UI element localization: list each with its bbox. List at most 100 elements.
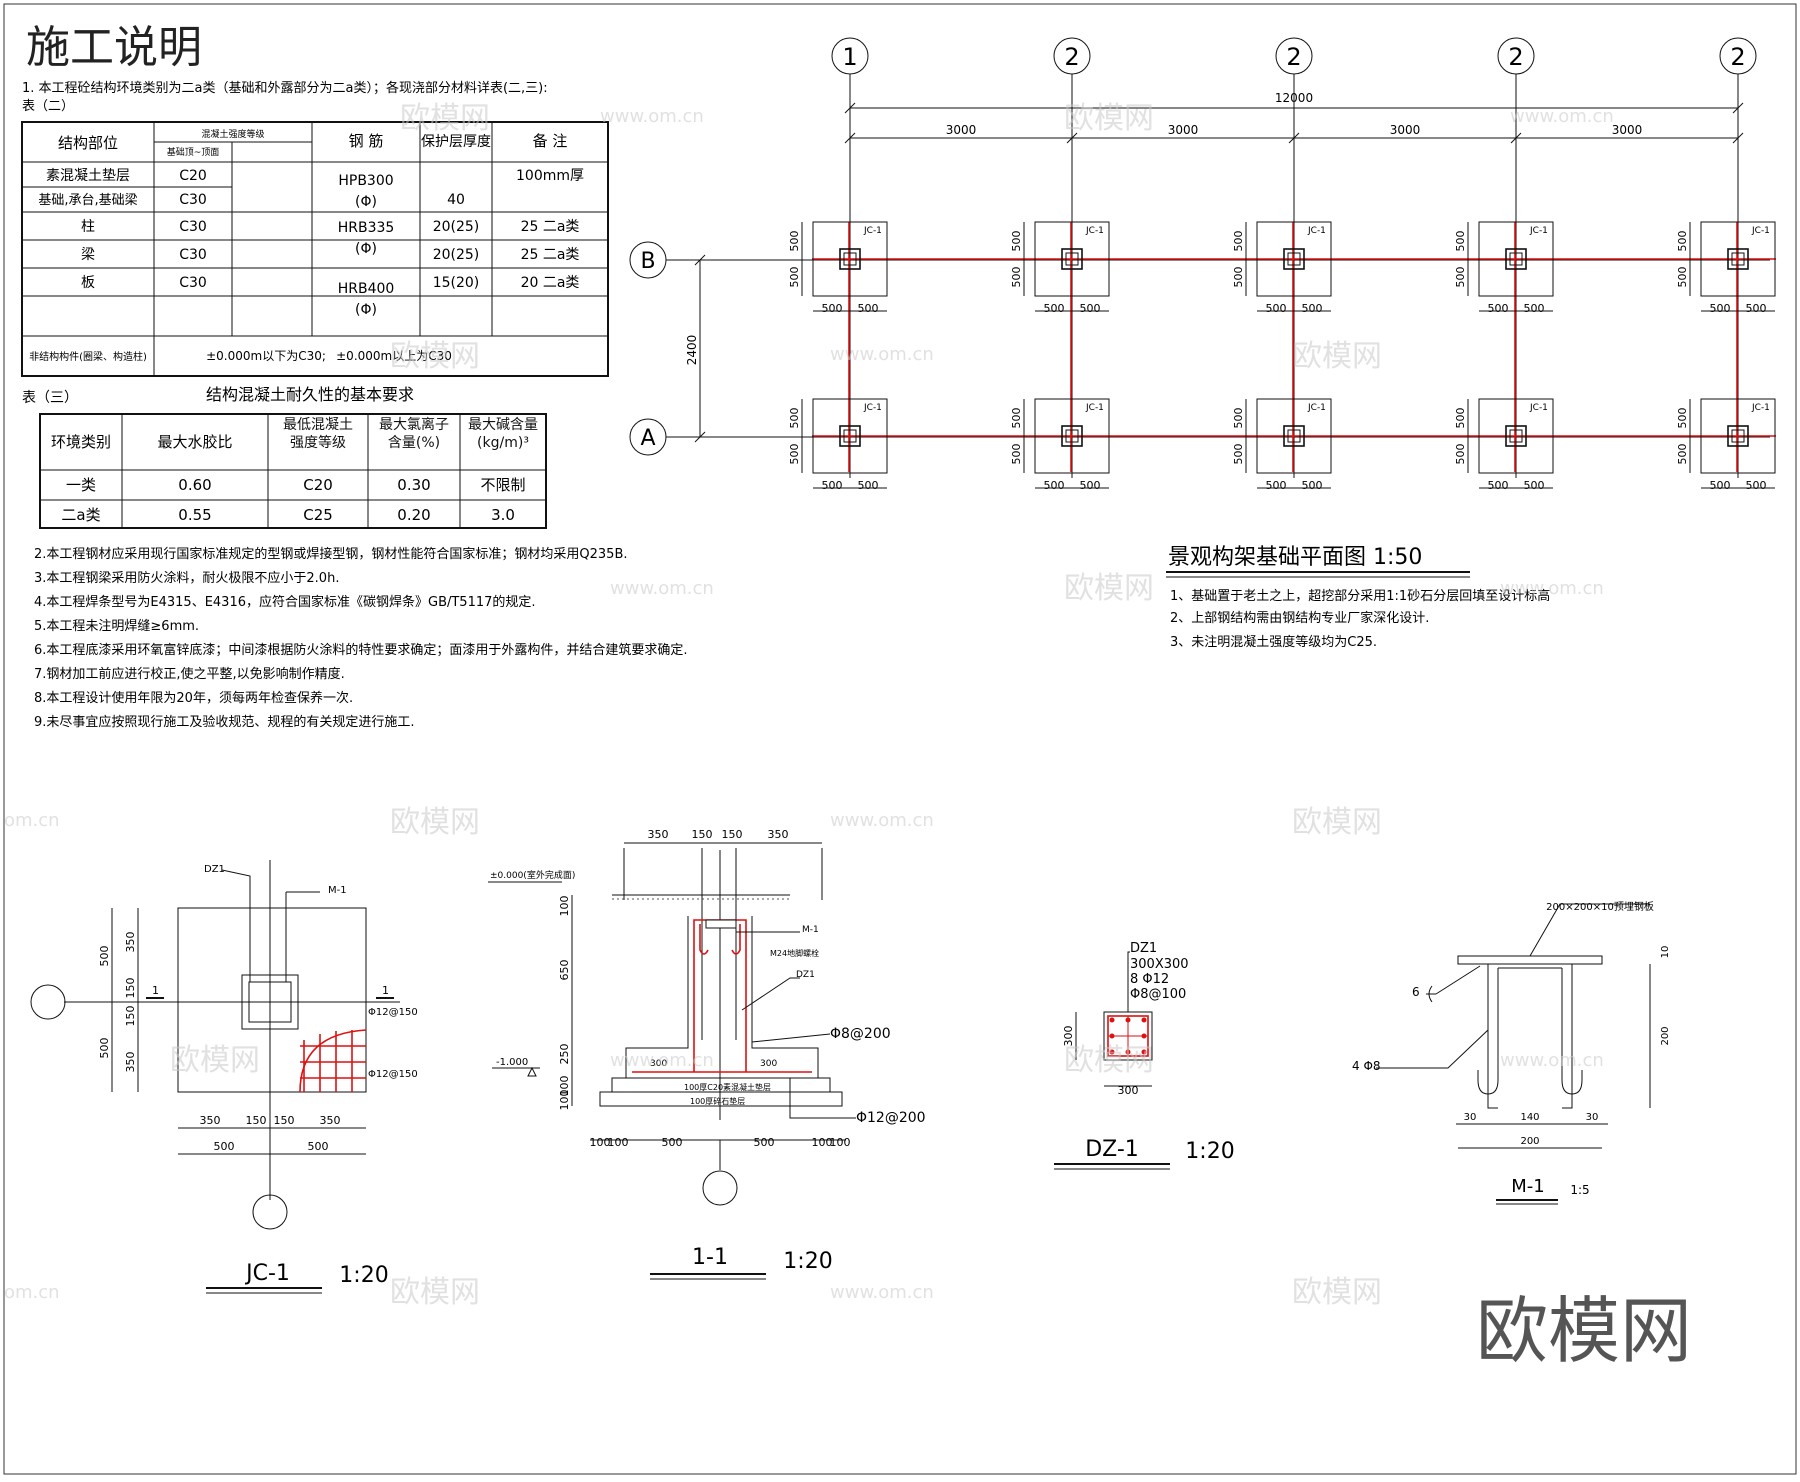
svg-text:300: 300	[1062, 1026, 1075, 1047]
plan-note: 1、基础置于老土之上，超挖部分采用1:1砂石分层回填至设计标高	[1170, 588, 1550, 604]
watermark-brand: 欧模网	[390, 1275, 480, 1310]
plan-note: 2、上部钢结构需由钢结构专业厂家深化设计.	[1170, 610, 1429, 626]
svg-text:Φ8@200: Φ8@200	[830, 1026, 891, 1042]
svg-text:500: 500	[214, 1140, 235, 1153]
note-item: 4.本工程焊条型号为E4315、E4316，应符合国家标准《碳钢焊条》GB/T5…	[34, 594, 536, 610]
dz1-title: DZ-1	[1085, 1137, 1139, 1162]
svg-text:±0.000(室外完成面): ±0.000(室外完成面)	[490, 869, 575, 881]
svg-text:100: 100	[590, 1136, 611, 1149]
span-dim: 3000	[946, 123, 977, 137]
footing-dim: 500	[1010, 408, 1023, 429]
footing-dim: 500	[822, 302, 843, 315]
footing-dim: 500	[1710, 479, 1731, 492]
m1-detail: 200×200×10预埋钢板 6 4 Φ8 10 200 30 140 30 2…	[1352, 900, 1671, 1205]
footing-dim: 500	[858, 479, 879, 492]
jc1-scale: 1:20	[339, 1263, 388, 1288]
jc1-rebar-label: Φ12@150	[368, 1007, 418, 1018]
footing-dim: 500	[1454, 267, 1467, 288]
footing-dim: 500	[1232, 231, 1245, 252]
svg-text:保护层厚度: 保护层厚度	[421, 134, 491, 150]
watermark-url: www.om.cn	[1500, 578, 1604, 599]
sec11-title: 1-1	[692, 1245, 728, 1270]
svg-text:梁: 梁	[81, 247, 95, 263]
axis-label: 2	[1286, 43, 1301, 71]
footing-dim: 500	[1080, 479, 1101, 492]
watermark-url: www.om.cn	[830, 810, 934, 831]
svg-text:不限制: 不限制	[480, 476, 525, 494]
footing-dim: 500	[1232, 444, 1245, 465]
footing-dim: 500	[1044, 302, 1065, 315]
watermark-url: www.om.cn	[610, 1050, 714, 1071]
watermark-brand: 欧模网	[1064, 101, 1154, 136]
svg-text:20(25): 20(25)	[433, 219, 480, 235]
svg-text:100厚碎石垫层: 100厚碎石垫层	[690, 1096, 745, 1106]
svg-text:300: 300	[650, 1059, 667, 1069]
construction-notes: 2.本工程钢材应采用现行国家标准规定的型钢或焊接型钢，钢材性能符合国家标准；钢材…	[34, 546, 688, 730]
plan-title: 景观构架基础平面图 1:50	[1168, 545, 1422, 570]
watermark-url: www.om.cn	[1510, 106, 1614, 127]
footing-dim: 500	[1266, 479, 1287, 492]
foundation-plan: 1 2 2 2 2 12000 3000 3000 3000 3000	[629, 37, 1776, 650]
svg-text:M24地脚螺栓: M24地脚螺栓	[770, 948, 819, 958]
footing-dim: 500	[1676, 267, 1689, 288]
sheet-border	[3, 3, 1797, 1475]
footing-dim: 500	[788, 231, 801, 252]
jc1-rebar-label: Φ12@150	[368, 1069, 418, 1080]
svg-text:200×200×10预埋钢板: 200×200×10预埋钢板	[1546, 900, 1654, 913]
svg-text:DZ1: DZ1	[1130, 941, 1157, 956]
note-item: 7.钢材加工前应进行校正,使之平整,以免影响制作精度.	[34, 666, 345, 682]
svg-text:3.0: 3.0	[491, 506, 515, 524]
footing-dim: 500	[1266, 302, 1287, 315]
note-item: 5.本工程未注明焊缝≥6mm.	[34, 618, 199, 634]
footing-dim: 500	[788, 444, 801, 465]
svg-text:300: 300	[760, 1059, 777, 1069]
svg-text:(Φ): (Φ)	[355, 241, 377, 257]
svg-text:6: 6	[1412, 985, 1420, 999]
table3: 环境类别 最大水胶比 最低混凝土强度等级 最大氯离子含量(%) 最大碱含量(kg…	[39, 413, 547, 529]
svg-text:350: 350	[648, 828, 669, 841]
footing-dim: 500	[1454, 444, 1467, 465]
svg-text:15(20): 15(20)	[433, 275, 480, 291]
svg-text:350: 350	[200, 1114, 221, 1127]
axis-label: 2	[1730, 43, 1745, 71]
svg-text:350: 350	[320, 1114, 341, 1127]
svg-text:150: 150	[722, 828, 743, 841]
watermark-url: om.cn	[4, 1282, 60, 1303]
svg-text:(Φ): (Φ)	[355, 302, 377, 318]
svg-text:板: 板	[81, 275, 95, 291]
jc1-detail: DZ1 M-1 1 1 Φ12@150 Φ12@150 500 350 150 …	[30, 860, 418, 1294]
watermark-url: www.om.cn	[830, 1282, 934, 1303]
footing-dim: 500	[788, 408, 801, 429]
footing-label: JC-1	[1751, 226, 1770, 236]
footing-label: JC-1	[1307, 226, 1326, 236]
dz1-scale: 1:20	[1185, 1139, 1234, 1164]
footing-dim: 500	[1454, 408, 1467, 429]
svg-text:C30: C30	[179, 192, 207, 208]
svg-text:C30: C30	[179, 219, 207, 235]
svg-text:350: 350	[124, 932, 137, 953]
svg-text:0.20: 0.20	[397, 506, 430, 524]
footing-dim: 500	[1710, 302, 1731, 315]
footing-dim: 500	[1010, 444, 1023, 465]
watermark-brand: 欧模网	[1064, 1043, 1154, 1078]
footing-dim: 500	[1080, 302, 1101, 315]
footing-label: JC-1	[1307, 403, 1326, 413]
svg-text:100: 100	[558, 896, 571, 917]
footing-dim: 500	[1746, 479, 1767, 492]
svg-text:150: 150	[692, 828, 713, 841]
jc1-label-dz1: DZ1	[204, 864, 225, 875]
svg-text:150: 150	[274, 1114, 295, 1127]
svg-text:基础顶~顶面: 基础顶~顶面	[167, 146, 220, 158]
svg-text:8 Φ12: 8 Φ12	[1130, 972, 1169, 987]
watermark-url: om.cn	[4, 810, 60, 831]
svg-text:4 Φ8: 4 Φ8	[1352, 1059, 1381, 1073]
svg-text:基础,承台,基础梁: 基础,承台,基础梁	[38, 193, 137, 208]
watermark-brand: 欧模网	[1292, 339, 1382, 374]
